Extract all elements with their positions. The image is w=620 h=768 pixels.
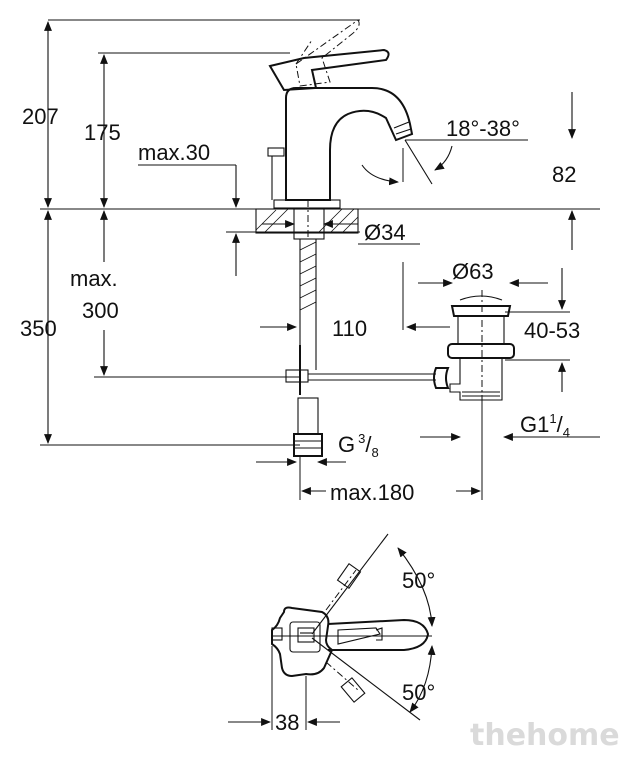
dim-40-53-text: 40-53 [524,318,580,343]
supply-hose [293,239,323,457]
dim-34-text: Ø34 [364,220,406,245]
top-view: 50° 50° 38 [228,533,436,735]
swing-lower-line [311,637,421,721]
dim-38-text: 38 [275,710,299,735]
dim-g1-text: G1 [520,412,549,437]
pop-up-linkage [285,345,450,395]
side-view: 207 175 max.30 350 max. 300 82 18°-38° Ø… [20,19,600,505]
top-body-square [289,621,321,653]
swing-upper-line [311,533,389,635]
dim-angle-text: 18°-38° [446,116,520,141]
angle-arc-right [434,145,453,171]
dim-207-text: 207 [22,104,59,129]
dim-82-text: 82 [552,162,576,187]
dim-max180-text: max.180 [330,480,414,505]
swing-arc-top [397,547,436,627]
dim-max-text: max. [70,266,118,291]
extension-lines [40,19,570,500]
dim-50-bottom-text: 50° [402,680,435,705]
faucet-handle [268,19,390,92]
dim-50-top-text: 50° [402,568,435,593]
svg-text:G3/8: G3/8 [338,431,379,460]
angle-ray [404,139,433,185]
dim-110-text: 110 [332,316,367,341]
dim-300-text: 300 [82,298,119,323]
top-base-outline [271,606,334,678]
dim-g38-text: G [338,432,355,457]
countertop-section [255,208,359,240]
dim-63-text: Ø63 [452,259,494,284]
pop-up-rod-knob [267,147,285,157]
faucet-body [267,87,414,209]
svg-text:G11/4: G11/4 [520,411,570,440]
dim-350-text: 350 [20,316,57,341]
waste-valve [447,295,515,401]
dim-175-text: 175 [84,120,121,145]
top-pop-up-knob [271,627,283,641]
angle-arc-left [361,164,399,186]
dim-max30-text: max.30 [138,140,210,165]
swing-arc-bottom [409,645,436,713]
watermark-logo: thehome [470,718,620,753]
